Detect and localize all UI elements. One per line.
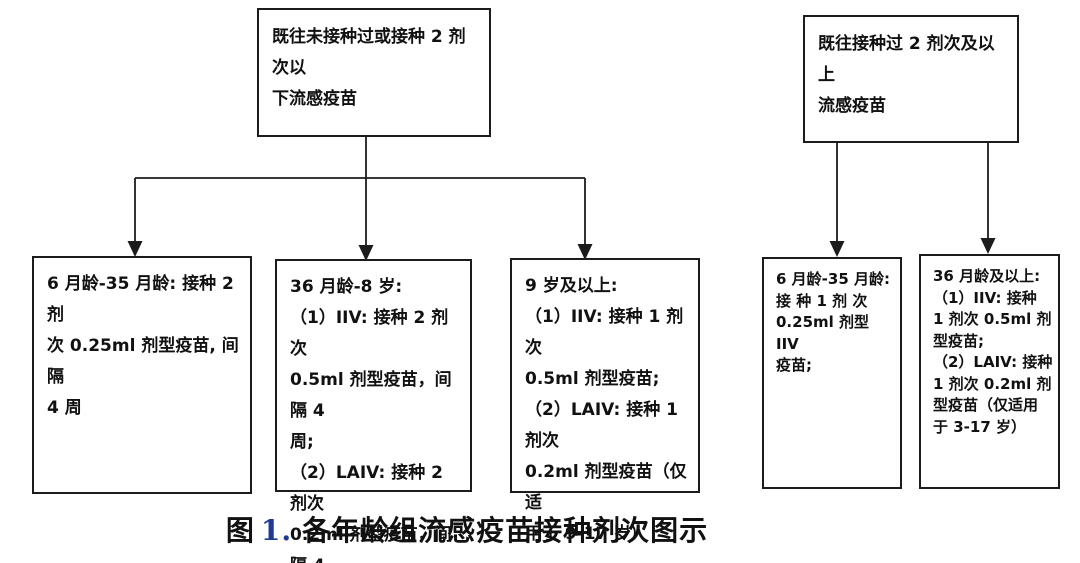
node-age-6m-35m-2doses-text: 6 月龄-35 月龄: 接种 2 剂 次 0.25ml 剂型疫苗, 间隔 4 周 [47, 274, 239, 418]
node-age-6m-35m-1dose: 6 月龄-35 月龄: 接 种 1 剂 次 0.25ml 剂型 IIV 疫苗; [762, 257, 902, 489]
node-age-9y-plus: 9 岁及以上: （1）IIV: 接种 1 剂次 0.5ml 剂型疫苗; （2）L… [510, 258, 700, 544]
node-prior-none-or-lt2-doses-text: 既往未接种过或接种 2 剂次以 下流感疫苗 [272, 27, 466, 109]
figure-caption-prefix: 图 [225, 514, 255, 547]
node-prior-2plus-doses: 既往接种过 2 剂次及以上 流感疫苗 [803, 15, 1019, 143]
figure-caption-text: 各年龄组流感疫苗接种剂次图示 [302, 514, 709, 547]
node-age-36m-8y-text: 36 月龄-8 岁: （1）IIV: 接种 2 剂次 0.5ml 剂型疫苗，间隔… [290, 277, 452, 563]
figure-caption-number: 1. [260, 514, 293, 547]
connector-right-cluster [829, 143, 996, 257]
node-age-6m-35m-1dose-text: 6 月龄-35 月龄: 接 种 1 剂 次 0.25ml 剂型 IIV 疫苗; [776, 270, 890, 374]
node-prior-none-or-lt2-doses: 既往未接种过或接种 2 剂次以 下流感疫苗 [257, 8, 491, 137]
node-age-36m-plus-1dose-text: 36 月龄及以上: （1）IIV: 接种 1 剂次 0.5ml 剂 型疫苗; （… [933, 267, 1053, 436]
node-age-9y-plus-text: 9 岁及以上: （1）IIV: 接种 1 剂次 0.5ml 剂型疫苗; （2）L… [525, 276, 687, 544]
node-age-36m-8y: 36 月龄-8 岁: （1）IIV: 接种 2 剂次 0.5ml 剂型疫苗，间隔… [275, 259, 472, 563]
node-age-36m-plus-1dose: 36 月龄及以上: （1）IIV: 接种 1 剂次 0.5ml 剂 型疫苗; （… [919, 254, 1060, 489]
node-age-6m-35m-2doses: 6 月龄-35 月龄: 接种 2 剂 次 0.25ml 剂型疫苗, 间隔 4 周 [32, 256, 252, 494]
node-prior-2plus-doses-text: 既往接种过 2 剂次及以上 流感疫苗 [818, 34, 995, 116]
connector-left-cluster [127, 137, 593, 261]
